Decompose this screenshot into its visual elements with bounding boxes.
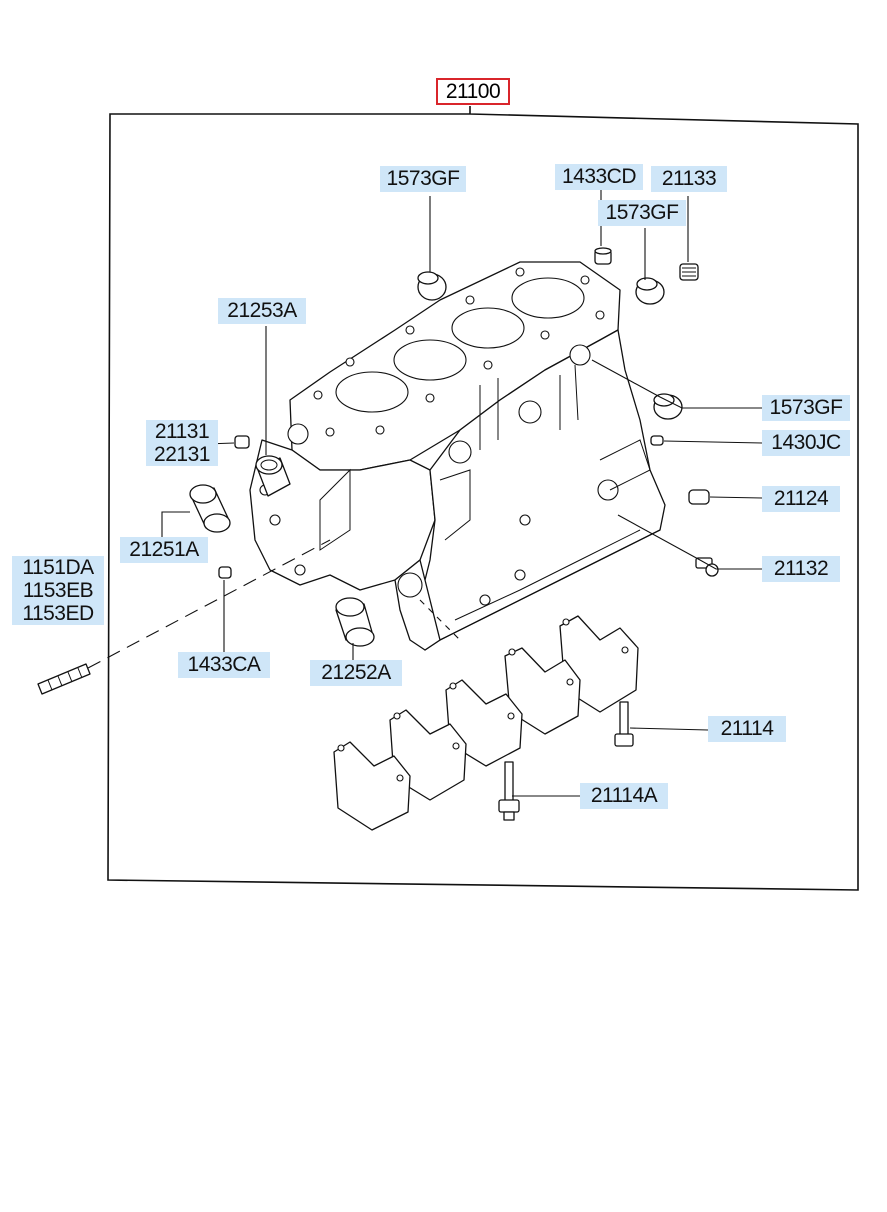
bushing-21253a[interactable] (255, 455, 291, 497)
pin-21131-22131[interactable] (234, 435, 250, 449)
callout-22131: 22131 (154, 443, 210, 466)
cylinder-block[interactable] (249, 261, 666, 651)
callout-1573gf-top[interactable]: 1573GF (380, 166, 466, 192)
callout-21114a[interactable]: 21114A (580, 783, 668, 809)
callout-21253a[interactable]: 21253A (218, 298, 306, 324)
callout-21132[interactable]: 21132 (762, 556, 840, 582)
callout-21133[interactable]: 21133 (651, 166, 727, 192)
callout-21251a[interactable]: 21251A (120, 537, 208, 563)
plug-1573gf-top[interactable] (417, 271, 447, 301)
callout-1433ca[interactable]: 1433CA (178, 652, 270, 678)
callout-21252a[interactable]: 21252A (310, 660, 402, 686)
callout-1151da: 1151DA (22, 556, 94, 579)
callout-21124[interactable]: 21124 (762, 486, 840, 512)
main-bearing-caps[interactable] (333, 615, 639, 831)
plug-21133[interactable] (679, 263, 699, 281)
callout-1153ed: 1153ED (22, 602, 94, 625)
callout-1153eb: 1153EB (22, 579, 94, 602)
assembly-frame (107, 106, 859, 891)
callout-1433cd[interactable]: 1433CD (555, 164, 643, 190)
callout-1573gf-right[interactable]: 1573GF (762, 395, 850, 421)
plug-1433ca[interactable] (218, 566, 232, 579)
bolt-21114a[interactable] (498, 761, 520, 821)
bushing-21252a[interactable] (335, 597, 375, 647)
callout-stud-group[interactable]: 1151DA 1153EB 1153ED (12, 556, 104, 625)
callout-1573gf-mid[interactable]: 1573GF (598, 200, 686, 226)
plug-1573gf-mid[interactable] (635, 277, 665, 305)
callout-21114[interactable]: 21114 (708, 716, 786, 742)
callout-21131: 21131 (154, 420, 210, 443)
plug-1433cd[interactable] (594, 247, 612, 265)
callout-1430jc[interactable]: 1430JC (762, 430, 850, 456)
bushing-21251a[interactable] (189, 484, 231, 533)
stud-1151da[interactable] (37, 663, 91, 695)
callout-21131-22131[interactable]: 21131 22131 (146, 420, 218, 466)
dowel-21124[interactable] (688, 489, 710, 505)
bolt-21114[interactable] (614, 701, 634, 747)
leader-lines (87, 190, 763, 797)
assembly-part-number[interactable]: 21100 (436, 78, 510, 105)
pin-1430jc[interactable] (650, 435, 664, 446)
bolt-21132[interactable] (695, 557, 719, 577)
